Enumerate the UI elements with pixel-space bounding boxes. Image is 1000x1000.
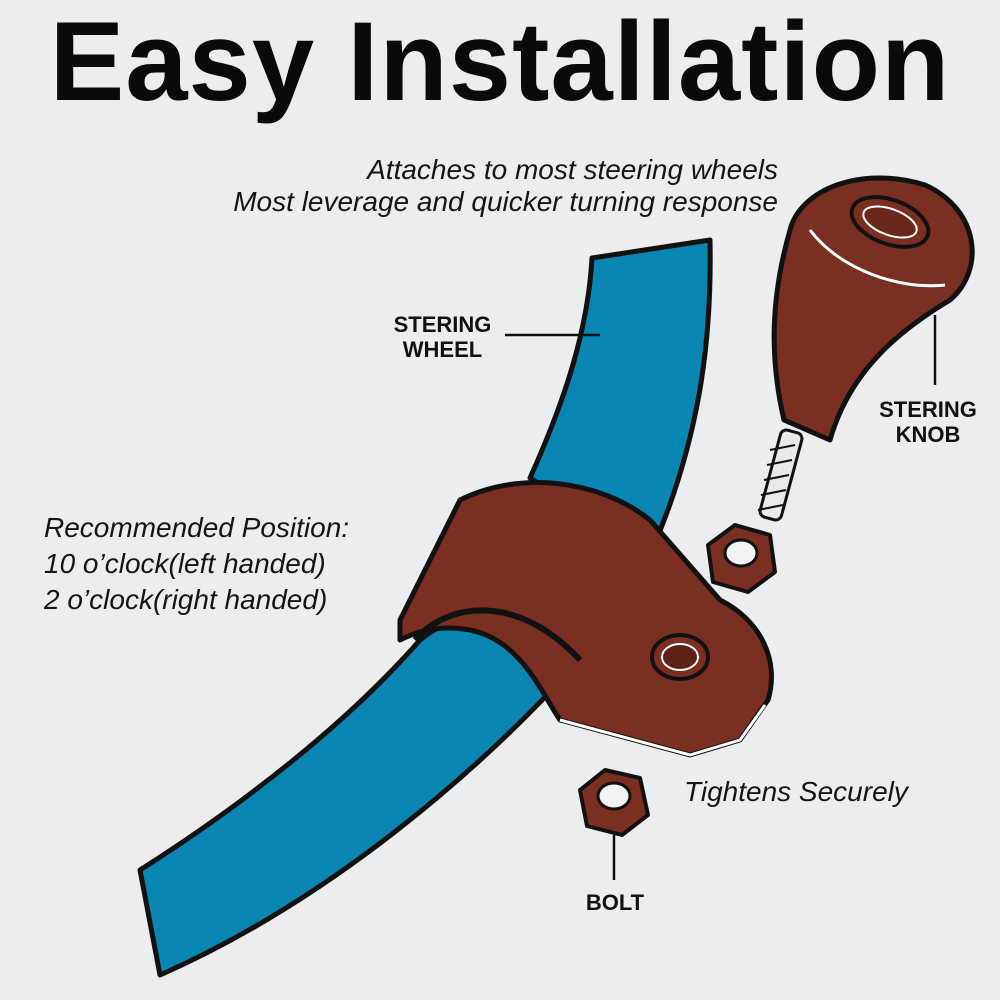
- position-line-2: 10 o’clock(left handed): [44, 548, 326, 579]
- upper-nut: [706, 523, 777, 594]
- subtitle-line-1: Attaches to most steering wheels: [367, 154, 778, 185]
- position-line-1: Recommended Position:: [44, 512, 350, 543]
- clamp-bracket: [397, 480, 774, 758]
- wheel-label-line-1: STERING: [393, 312, 492, 337]
- steering-knob: [757, 175, 975, 522]
- subtitle-line-2: Most leverage and quicker turning respon…: [233, 186, 778, 217]
- steering-wheel-lower-segment: [137, 611, 578, 978]
- wheel-label-line-2: WHEEL: [402, 337, 483, 362]
- knob-label-line-2: KNOB: [895, 422, 961, 447]
- bolt-label: BOLT: [585, 890, 645, 915]
- recommended-position-note: Recommended Position: 10 o’clock(left ha…: [44, 510, 349, 618]
- page-title: Easy Installation: [49, 0, 951, 124]
- tightens-note: Tightens Securely: [684, 776, 908, 807]
- knob-label-line-1: STERING: [879, 397, 977, 422]
- subtitle: Attaches to most steering wheels Most le…: [233, 154, 778, 218]
- steering-wheel-label: STERING WHEEL: [370, 312, 515, 362]
- position-line-3: 2 o’clock(right handed): [44, 584, 328, 615]
- bolt-nut: [578, 768, 650, 837]
- steering-knob-label: STERING KNOB: [862, 397, 994, 447]
